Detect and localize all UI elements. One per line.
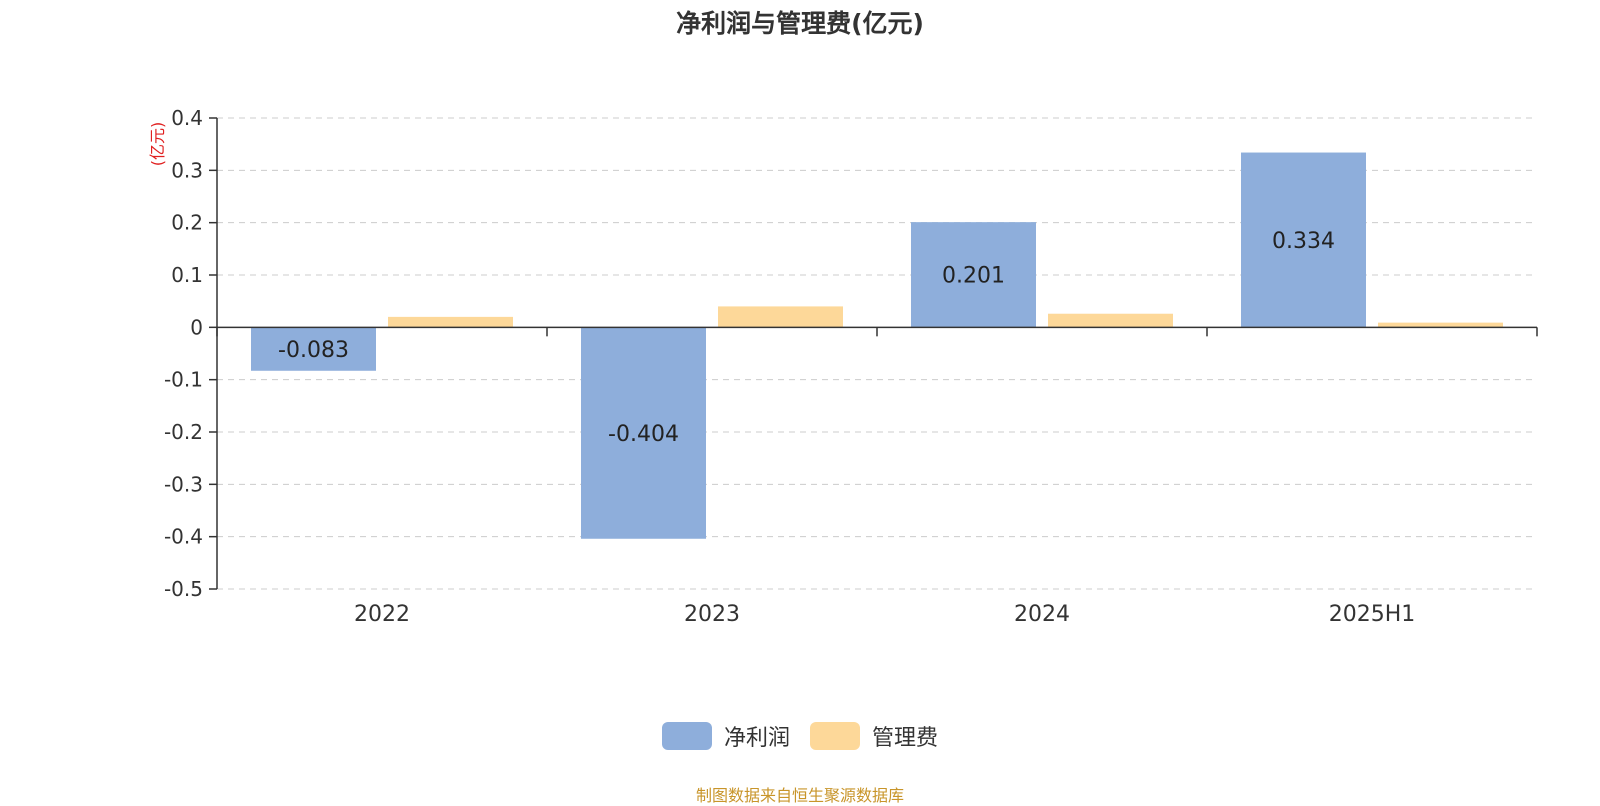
bar-admin-expense-2024 <box>1048 313 1173 328</box>
bar-admin-expense-2022 <box>388 316 513 328</box>
legend-swatch-net-profit <box>661 722 712 750</box>
y-tick-label: 0.1 <box>171 263 203 287</box>
y-tick-label: -0.4 <box>164 525 203 549</box>
y-tick-label: -0.3 <box>164 472 203 496</box>
y-tick-label: 0 <box>190 315 203 339</box>
legend-item-admin-expense[interactable]: 管理费 <box>810 720 938 752</box>
bar-admin-expense-2025H1 <box>1378 322 1503 328</box>
y-tick-label: 0.4 <box>171 106 203 130</box>
chart-title: 净利润与管理费(亿元) <box>676 9 924 38</box>
bar-net-profit-2022 <box>251 327 376 371</box>
legend-label-net-profit: 净利润 <box>723 726 790 751</box>
bar-net-profit-2024 <box>911 222 1036 328</box>
bar-net-profit-2025H1 <box>1241 152 1366 328</box>
x-tick-label-2022: 2022 <box>354 602 410 627</box>
x-tick-label-2023: 2023 <box>684 602 740 627</box>
x-tick-label-2024: 2024 <box>1014 602 1070 627</box>
data-label-2024: 0.201 <box>942 264 1005 289</box>
legend-item-net-profit[interactable]: 净利润 <box>661 720 790 752</box>
y-tick-label: -0.5 <box>164 577 203 601</box>
data-label-2023: -0.404 <box>608 422 679 447</box>
y-tick-label: 0.3 <box>171 158 203 182</box>
y-tick-label: -0.1 <box>164 368 203 392</box>
y-axis-unit-label: (亿元) <box>148 122 167 167</box>
x-tick-label-2025H1: 2025H1 <box>1329 602 1416 627</box>
data-source-note: 制图数据来自恒生聚源数据库 <box>695 786 904 805</box>
data-label-2025H1: 0.334 <box>1272 229 1335 254</box>
bar-admin-expense-2023 <box>718 306 843 328</box>
bar-net-profit-2023 <box>581 327 706 539</box>
y-tick-label: -0.2 <box>164 420 203 444</box>
y-tick-label: 0.2 <box>171 211 203 235</box>
legend-label-admin-expense: 管理费 <box>872 726 939 751</box>
data-label-2022: -0.083 <box>278 338 349 363</box>
legend-swatch-admin-expense <box>810 722 860 750</box>
legend: 净利润 管理费 <box>0 720 1600 752</box>
